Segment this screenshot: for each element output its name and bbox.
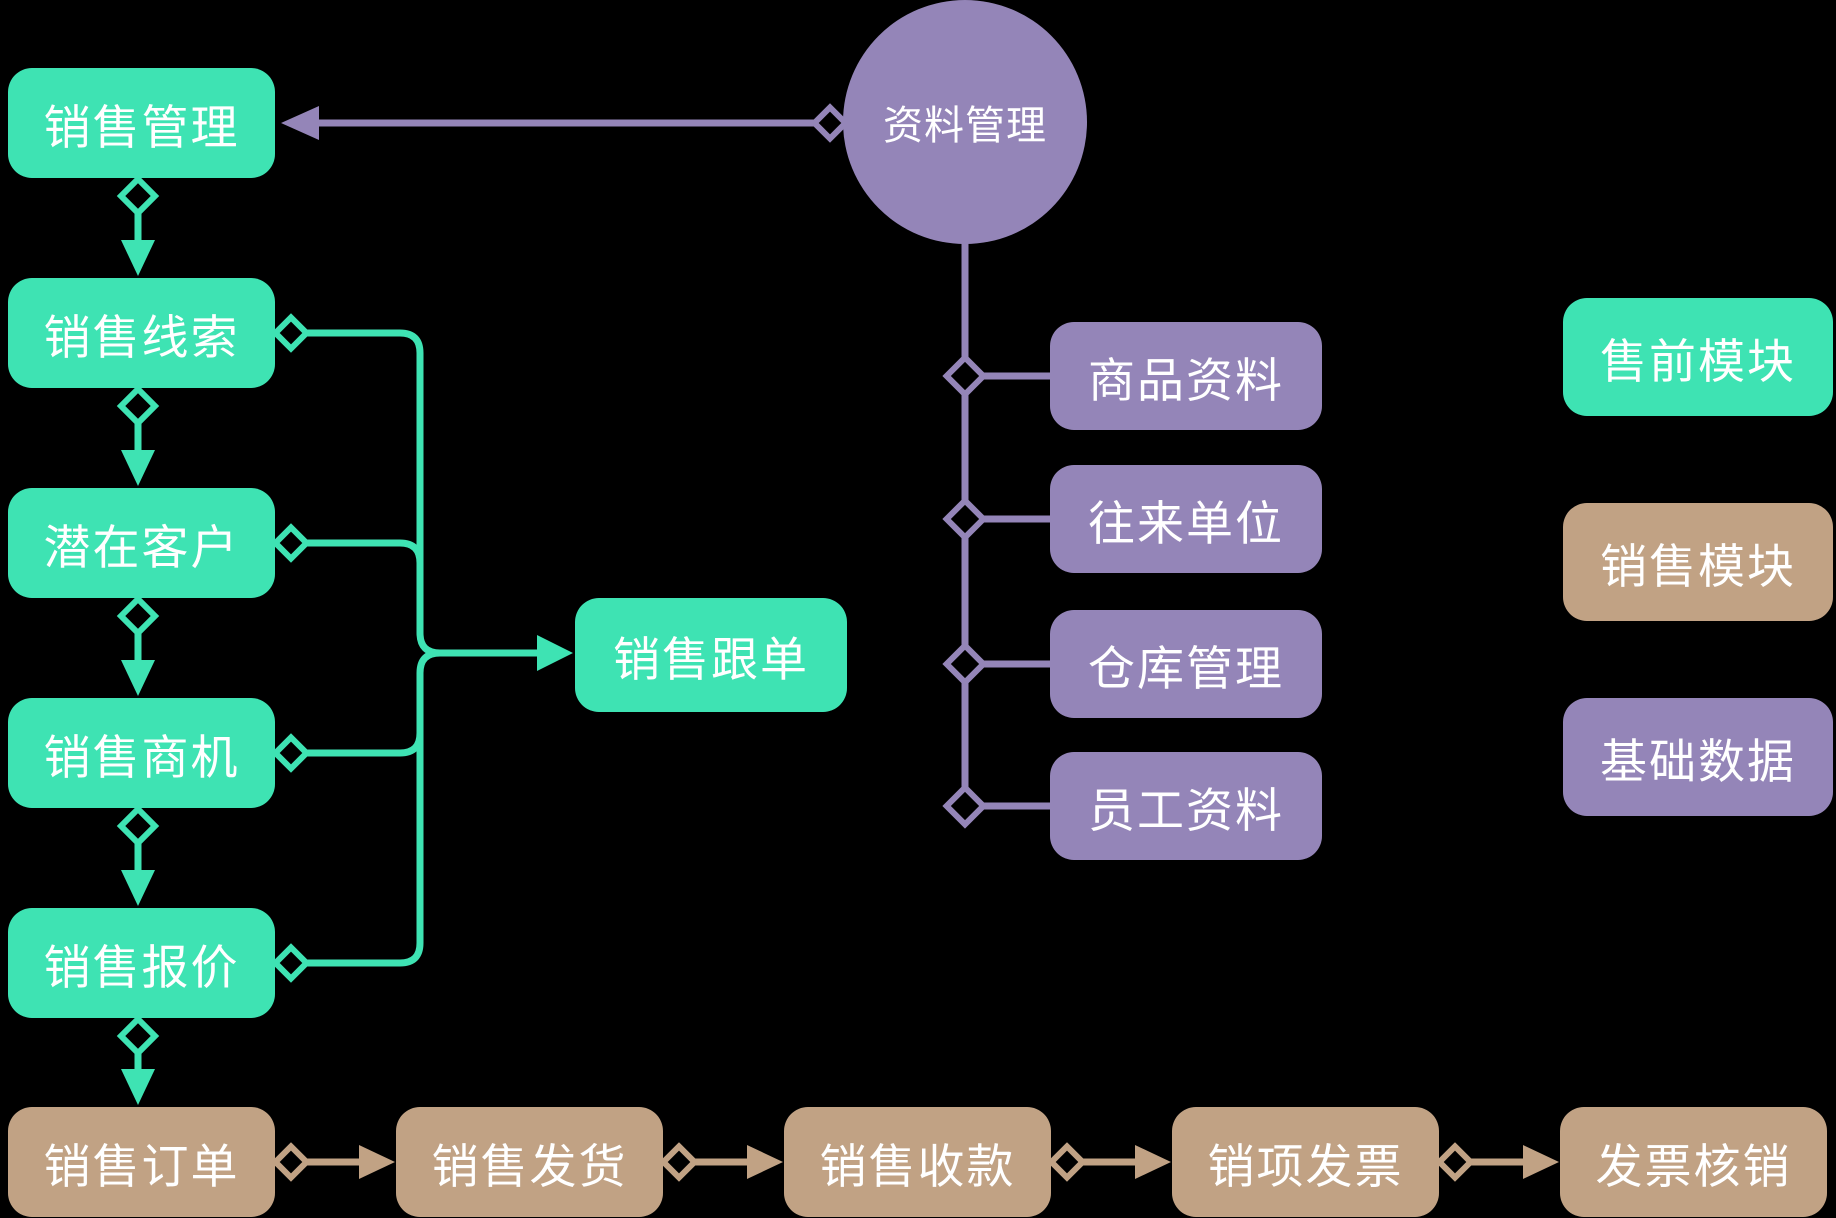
order-flow-connectors [271, 1142, 1559, 1182]
data-management-connectors [281, 103, 1050, 829]
chain-connectors [116, 174, 160, 1105]
node-label: 潜在客户 [43, 520, 240, 576]
node-employee-data[interactable]: 员工资料 [1050, 752, 1322, 860]
node-data-management[interactable]: 资料管理 [843, 0, 1087, 244]
node-label: 销售跟单 [613, 632, 809, 688]
node-sales-quotation[interactable]: 销售报价 [8, 908, 275, 1018]
node-label: 销售订单 [43, 1139, 240, 1195]
node-sales-delivery[interactable]: 销售发货 [396, 1107, 663, 1217]
node-sales-opportunities[interactable]: 销售商机 [8, 698, 275, 808]
node-label: 销售管理 [43, 100, 240, 156]
node-label: 销售商机 [43, 730, 240, 786]
node-product-data[interactable]: 商品资料 [1050, 322, 1322, 430]
node-label: 销售报价 [43, 940, 240, 996]
legend-sales-module[interactable]: 销售模块 [1563, 503, 1833, 621]
node-label: 资料管理 [883, 103, 1047, 149]
legend-label: 售前模块 [1600, 334, 1796, 390]
node-potential-customers[interactable]: 潜在客户 [8, 488, 275, 598]
node-label: 员工资料 [1088, 783, 1284, 839]
legend-label: 销售模块 [1600, 539, 1796, 595]
node-label: 商品资料 [1088, 353, 1284, 409]
node-invoice-writeoff[interactable]: 发票核销 [1560, 1107, 1827, 1217]
legend-presales-module[interactable]: 售前模块 [1563, 298, 1833, 416]
node-label: 销售收款 [819, 1139, 1016, 1195]
node-label: 销项发票 [1207, 1139, 1404, 1195]
legend-basic-data[interactable]: 基础数据 [1563, 698, 1833, 816]
legend-label: 基础数据 [1600, 734, 1796, 790]
node-sales-management[interactable]: 销售管理 [8, 68, 275, 178]
node-output-invoice[interactable]: 销项发票 [1172, 1107, 1439, 1217]
node-sales-leads[interactable]: 销售线索 [8, 278, 275, 388]
node-sales-order[interactable]: 销售订单 [8, 1107, 275, 1217]
node-warehouse-management[interactable]: 仓库管理 [1050, 610, 1322, 718]
node-label: 发票核销 [1595, 1139, 1792, 1195]
node-label: 销售发货 [431, 1139, 628, 1195]
node-label: 往来单位 [1088, 496, 1284, 552]
node-business-partners[interactable]: 往来单位 [1050, 465, 1322, 573]
node-sales-receipt[interactable]: 销售收款 [784, 1107, 1051, 1217]
node-sales-follow-up[interactable]: 销售跟单 [575, 598, 847, 712]
node-label: 销售线索 [43, 310, 240, 366]
node-label: 仓库管理 [1088, 641, 1284, 697]
follow-up-branches [271, 313, 573, 983]
